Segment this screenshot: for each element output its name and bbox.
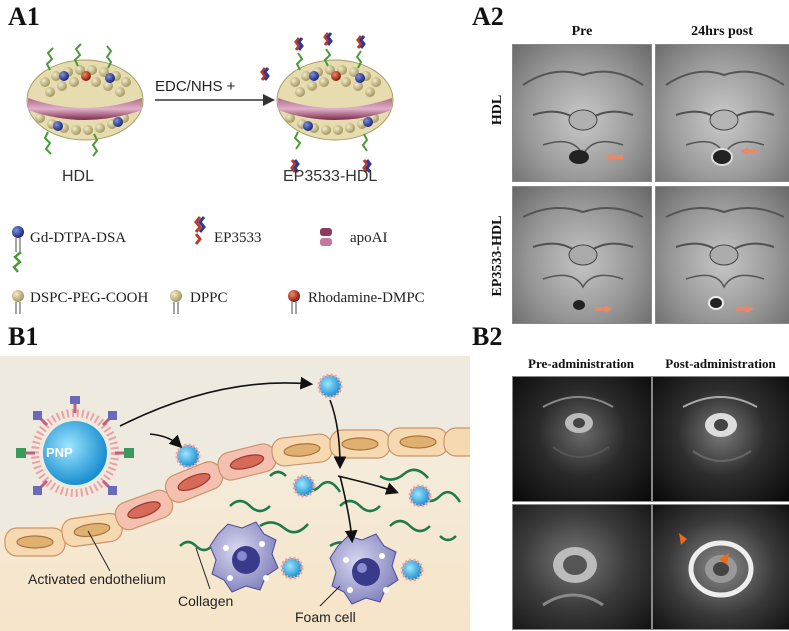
mri-arrow-icon (736, 305, 754, 313)
b2-col-post: Post-administration (665, 356, 776, 371)
mri-hdl-post (655, 44, 789, 182)
uptake-arrows (119, 376, 399, 544)
mri-b2-pre-zoom (512, 504, 652, 630)
collagen-label: Collagen (178, 593, 234, 609)
legend-dppc-label: DPPC (190, 290, 228, 306)
legend-apoai-icon (320, 228, 332, 246)
mri-arrowhead-icon (679, 533, 687, 545)
pnp-small-icon (175, 373, 432, 582)
ep3533-hdl-label: EP3533-HDL (283, 168, 378, 185)
foam-cell-icon (209, 521, 279, 593)
mri-b2-post-overview (652, 376, 789, 502)
mri-arrow-icon (595, 305, 613, 313)
legend-gd-icon (12, 226, 24, 252)
a2-col-post: 24hrs post (691, 24, 753, 39)
hdl-particle (26, 43, 144, 157)
legend-gd-label: Gd-DTPA-DSA (30, 230, 127, 246)
b2-col-pre: Pre-administration (528, 356, 634, 371)
mri-hdl-pre (512, 44, 652, 182)
endothelium (4, 427, 470, 557)
reaction-label: EDC/NHS + (155, 78, 236, 95)
ep3533-reagent-icon (260, 67, 270, 81)
label-leader-lines (87, 530, 341, 607)
panel-label-a1: A1 (8, 2, 40, 31)
a2-col-pre: Pre (571, 24, 593, 39)
panel-label-b1: B1 (8, 322, 39, 351)
hdl-label: HDL (62, 168, 95, 185)
mri-ep3533-pre (512, 186, 652, 324)
legend-dppc-icon (170, 290, 182, 314)
legend-apoai-label: apoAI (350, 230, 388, 246)
legend-dspc-icon (12, 251, 24, 314)
mri-ep3533-post (655, 186, 789, 324)
endothelium-label: Activated endothelium (28, 571, 166, 587)
panel-label-b2: B2 (472, 322, 503, 351)
legend-dspc-label: DSPC-PEG-COOH (30, 290, 149, 306)
foam-cell-label: Foam cell (295, 609, 356, 625)
pnp-label: PNP (46, 445, 73, 460)
mri-b2-post-zoom (652, 504, 789, 630)
a2-row-hdl: HDL (490, 94, 505, 126)
a1-diagram (12, 32, 394, 314)
legend-rhodamine-icon (288, 290, 300, 314)
foam-cell-icon (329, 533, 399, 605)
ep3533-hdl-particle (276, 32, 394, 173)
mri-arrowhead-icon (719, 553, 729, 565)
b1-diagram (0, 356, 470, 631)
pnp-nanoparticle-icon (16, 396, 134, 497)
a2-row-ep3533-hdl: EP3533-HDL (490, 215, 505, 297)
panel-label-a2: A2 (472, 2, 504, 31)
legend-ep3533-icon (194, 216, 206, 245)
mri-arrow-icon (740, 147, 758, 155)
mri-b2-pre-overview (512, 376, 652, 502)
legend-ep3533-label: EP3533 (214, 230, 262, 246)
mri-arrow-icon (605, 153, 623, 161)
legend-rhodamine-label: Rhodamine-DMPC (308, 290, 425, 306)
